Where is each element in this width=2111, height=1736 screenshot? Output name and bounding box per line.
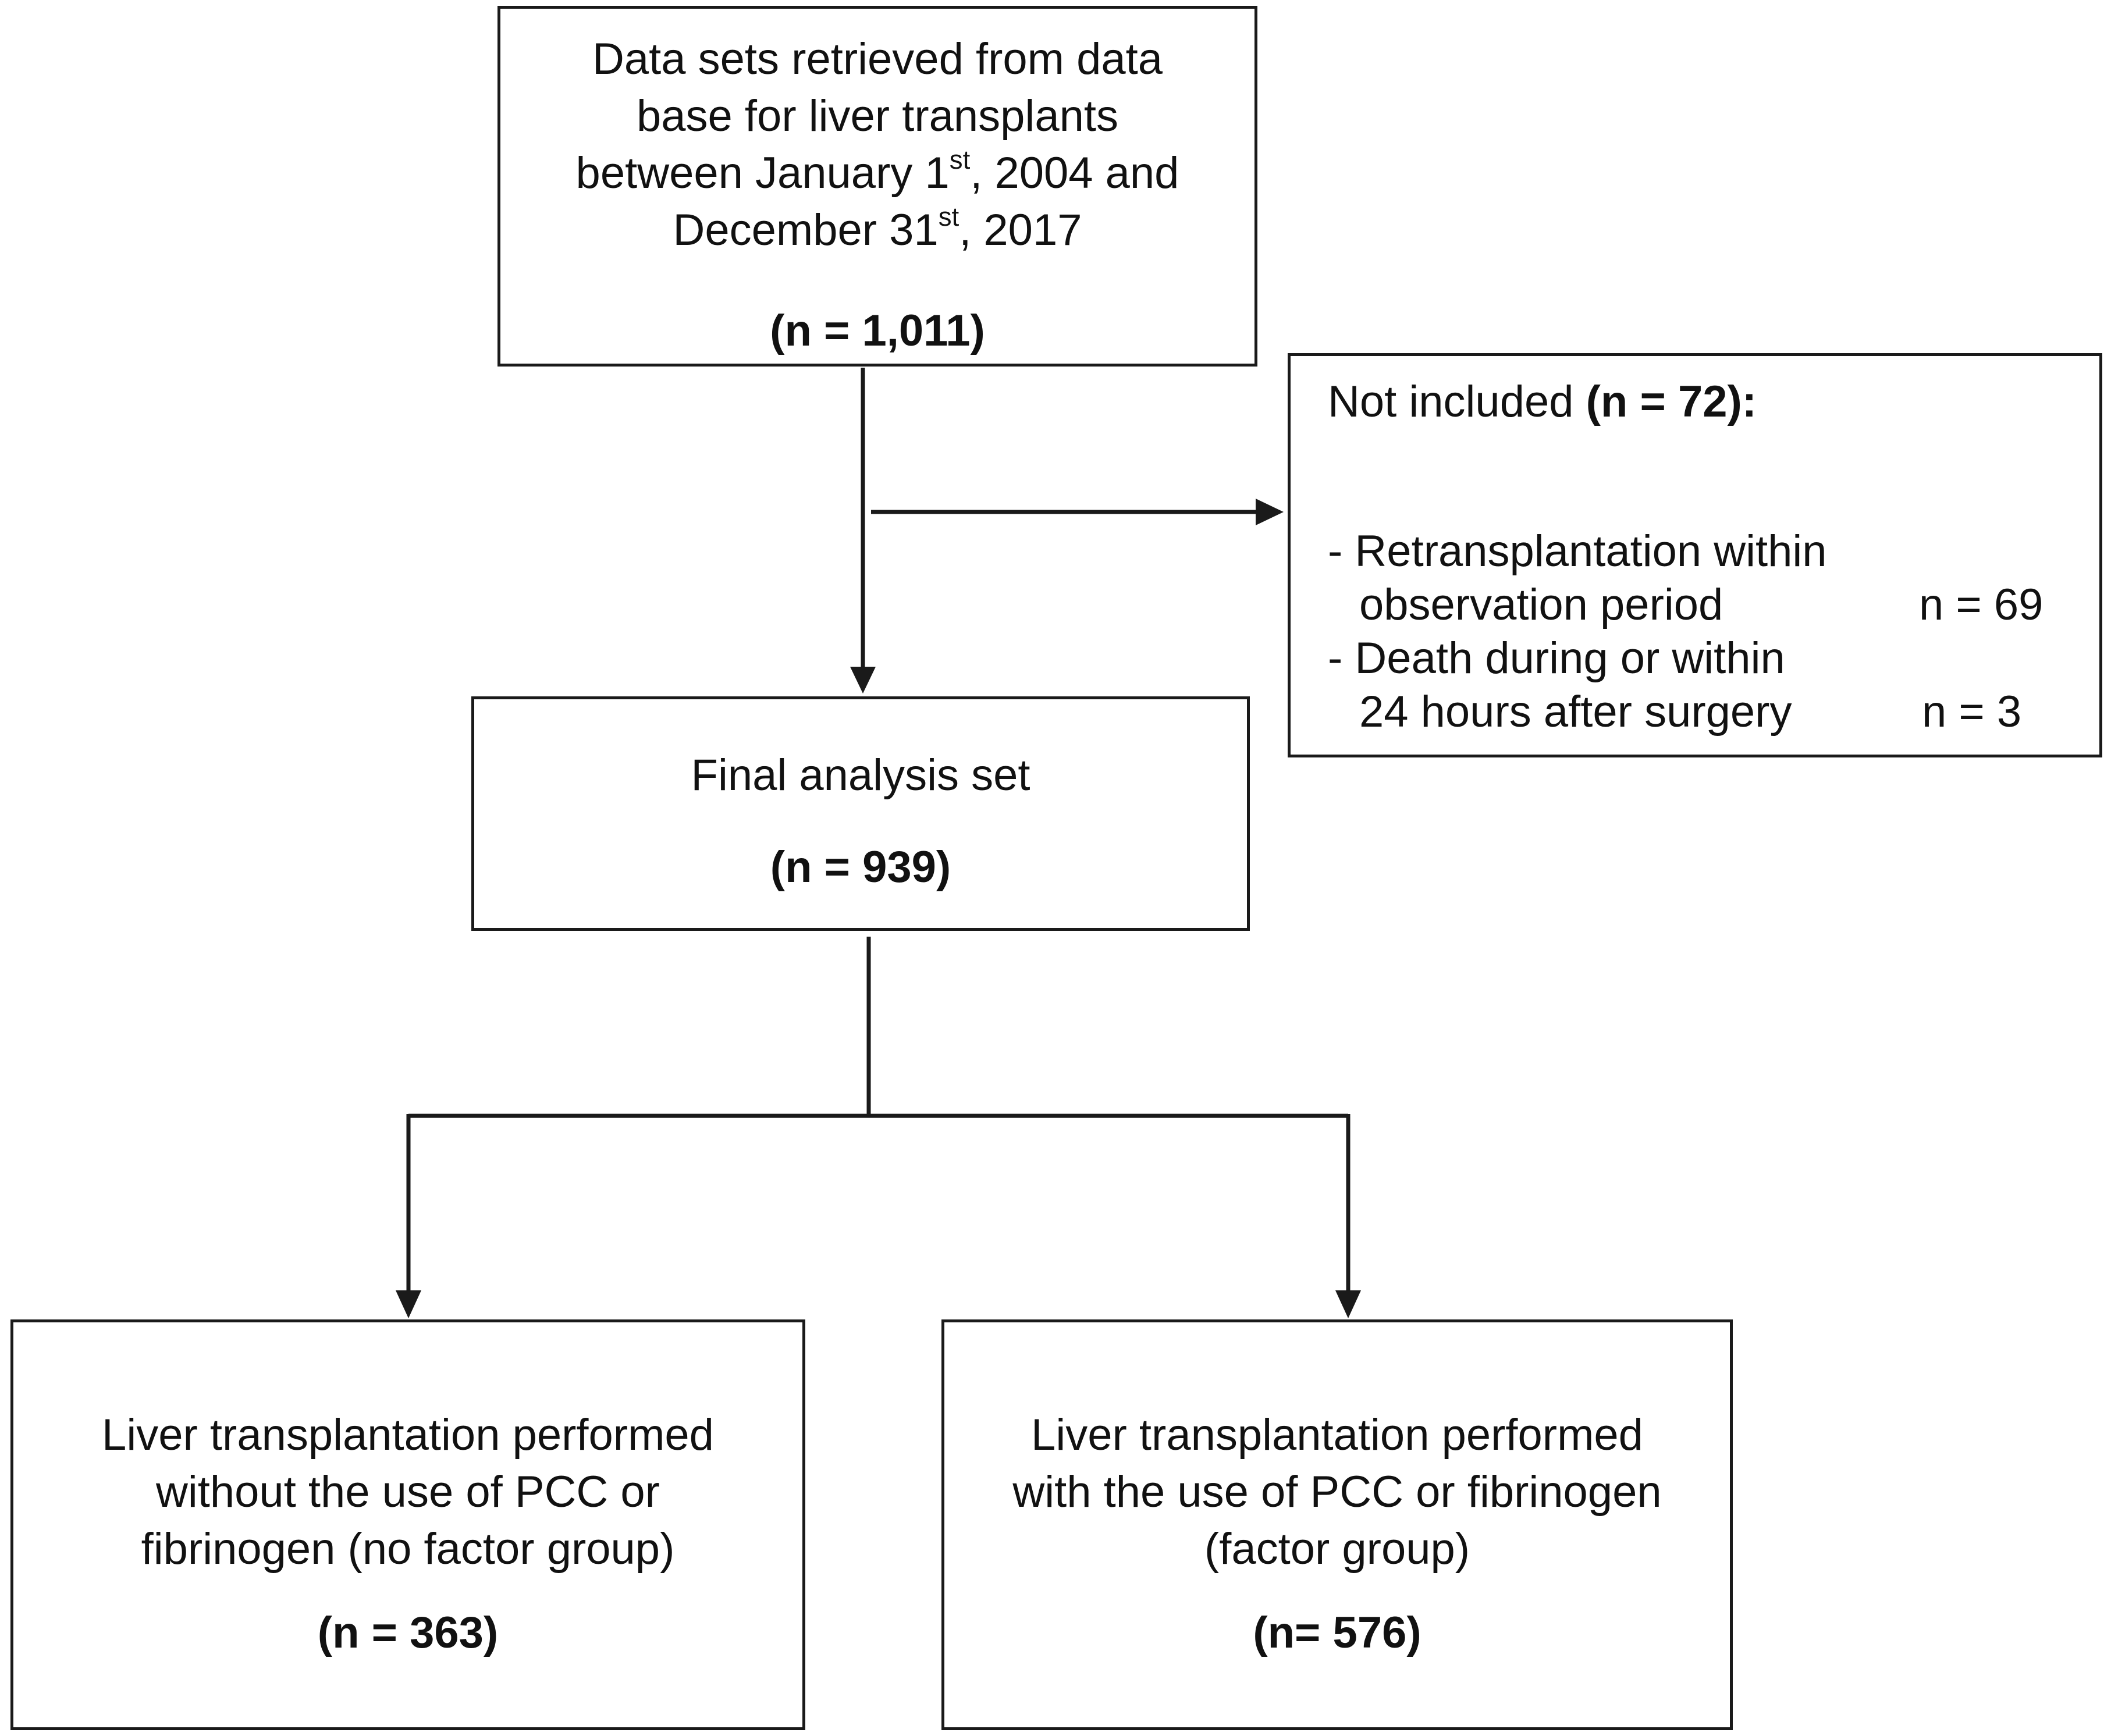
exclusion-item-death: - Death during or within 24 hours after … — [1328, 632, 1792, 739]
final-analysis-box: Final analysis set (n = 939) — [471, 696, 1250, 931]
final-analysis-title: Final analysis set — [691, 750, 1030, 800]
exclusion-item-label-cont: 24 hours after surgery — [1359, 687, 1792, 737]
exclusion-header-count: (n = 72): — [1586, 377, 1757, 426]
retrieved-datasets-box: Data sets retrieved from data base for l… — [497, 6, 1257, 367]
exclusion-box: Not included (n = 72): - Retransplantati… — [1288, 353, 2102, 757]
factor-line-2: with the use of PCC or fibrinogen — [1012, 1467, 1662, 1517]
factor-line-3: (factor group) — [1204, 1524, 1470, 1574]
exclusion-item-label: - Retransplantation within — [1328, 527, 1827, 576]
retrieved-datasets-description: Data sets retrieved from data base for l… — [500, 31, 1254, 259]
factor-group-box: Liver transplantation performed with the… — [941, 1319, 1733, 1730]
no-factor-line-3: fibrinogen (no factor group) — [141, 1524, 675, 1574]
no-factor-group-description: Liver transplantation performed without … — [13, 1407, 802, 1578]
factor-group-description: Liver transplantation performed with the… — [944, 1407, 1730, 1578]
exclusion-item-retransplantation: - Retransplantation within observation p… — [1328, 525, 1827, 632]
factor-group-count: (n= 576) — [1253, 1608, 1421, 1657]
arrowhead-to-left — [396, 1290, 421, 1318]
retrieved-line-2: base for liver transplants — [637, 91, 1118, 141]
final-analysis-count: (n = 939) — [770, 842, 951, 892]
ordinal-suffix: st — [938, 201, 959, 232]
factor-line-1: Liver transplantation performed — [1031, 1410, 1643, 1460]
exclusion-item-label: - Death during or within — [1328, 634, 1785, 683]
exclusion-item-label-cont: observation period — [1359, 580, 1723, 629]
arrowhead-to-middle — [850, 667, 876, 693]
arrowhead-to-right — [1335, 1290, 1361, 1318]
no-factor-group-count: (n = 363) — [317, 1608, 499, 1657]
retrieved-line-4: December 31st, 2017 — [673, 201, 1082, 255]
no-factor-line-1: Liver transplantation performed — [102, 1410, 714, 1460]
no-factor-line-2: without the use of PCC or — [156, 1467, 660, 1517]
arrowhead-to-exclusion — [1256, 499, 1284, 525]
ordinal-suffix: st — [949, 144, 971, 175]
retrieved-line-1: Data sets retrieved from data — [592, 34, 1163, 84]
exclusion-header-label: Not included — [1328, 377, 1586, 426]
exclusion-item-count: n = 69 — [1919, 580, 2044, 629]
retrieved-count: (n = 1,011) — [770, 306, 985, 355]
exclusion-item-count: n = 3 — [1922, 687, 2022, 737]
exclusion-header: Not included (n = 72): — [1328, 373, 1757, 431]
no-factor-group-box: Liver transplantation performed without … — [10, 1319, 805, 1730]
retrieved-line-3: between January 1st, 2004 and — [575, 144, 1179, 198]
